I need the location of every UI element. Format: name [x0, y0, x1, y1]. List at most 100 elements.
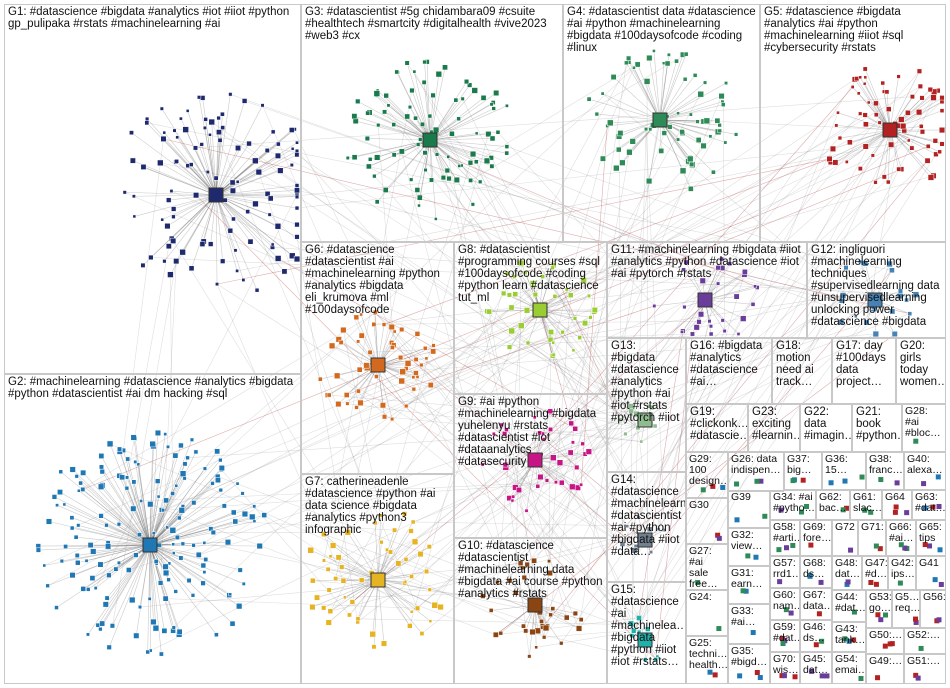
group-label-g31: G31: earn… — [729, 567, 769, 590]
group-label-g59: G59: #dat… — [771, 621, 799, 644]
group-label-g71: G71:… — [859, 521, 885, 533]
group-label-g53: G53: go… — [867, 591, 891, 614]
group-label-g48: G48: dat… — [833, 557, 861, 580]
group-label-g12: G12: ingliguori #machinelearning techniq… — [808, 243, 945, 328]
group-panel-g12: G12: ingliguori #machinelearning techniq… — [807, 242, 946, 338]
group-label-g62: G62: bac… — [817, 491, 849, 514]
group-label-g64: G64 — [883, 491, 911, 503]
group-label-g58: G58: #arti… — [771, 521, 799, 544]
group-panel-g40: G40: alexa… — [904, 452, 946, 490]
group-panel-g62: G62: bac… — [816, 490, 850, 520]
group-label-g61: G61: slac… — [851, 491, 881, 514]
group-label-g10: G10: #datascience #datascientist #machin… — [455, 539, 606, 600]
group-panel-g65: G65: tips — [916, 520, 946, 556]
group-label-g40: G40: alexa… — [905, 453, 945, 476]
group-panel-g47: G47: #d… — [862, 556, 888, 590]
group-panel-g22: G22: data #imagin… — [800, 404, 852, 452]
group-label-g63: G63: #dat… — [913, 491, 945, 514]
group-label-g39: G39 — [729, 491, 769, 503]
group-panel-g36: G36: 15… — [822, 452, 866, 490]
group-panel-g51: G51:… — [904, 654, 946, 684]
group-panel-g25: G25: techni… health… — [686, 636, 728, 684]
group-label-g52: G52:… — [905, 629, 945, 641]
group-panel-g54: G54: emai… — [832, 652, 866, 684]
group-label-g25: G25: techni… health… — [687, 637, 727, 671]
group-panel-g14: G14: #datascience #machinelearning #data… — [607, 472, 686, 582]
group-label-g67: G67: data… — [801, 589, 831, 612]
group-panel-g58: G58: #arti… — [770, 520, 800, 556]
group-label-g66: G66: #ai… — [887, 521, 915, 544]
group-panel-g13: G13: #bigdata #datascience #analytics #p… — [607, 338, 686, 472]
group-panel-g57: G57: rrd1… — [770, 556, 800, 588]
group-panel-g48: G48: dat… — [832, 556, 862, 590]
group-panel-g68: G68: ds… — [800, 556, 832, 588]
group-panel-g11: G11: #machinelearning #bigdata #iiot #an… — [607, 242, 807, 338]
group-label-g4: G4: #datascientist data #datascience #ai… — [564, 5, 759, 54]
group-panel-g26: G26: data indispen… — [728, 452, 784, 492]
group-label-g17: G17: day #100days data project… — [833, 339, 895, 388]
group-panel-g50: G50:… — [866, 628, 904, 654]
group-label-g41: G41 — [917, 557, 945, 569]
group-label-g32: G32: view… — [729, 529, 769, 552]
group-label-g46: G46: ds… — [801, 621, 831, 644]
group-panel-g56: G56:… — [920, 590, 946, 628]
group-panel-g59: G59: #dat… — [770, 620, 800, 652]
group-label-g16: G16: #bigdata #analytics #datascience #a… — [687, 339, 771, 388]
group-panel-g30: G30 — [686, 498, 728, 544]
group-label-g54: G54: emai… — [833, 653, 865, 676]
group-panel-g17: G17: day #100days data project… — [832, 338, 896, 404]
group-panel-g29: G29: 100 design… — [686, 452, 728, 498]
group-label-g30: G30 — [687, 499, 727, 511]
group-label-g37: G37: big… — [785, 453, 821, 476]
group-label-g19: G19: #clickonk… #datascie… — [687, 405, 747, 442]
group-panel-g3: G3: #datascientist #5g chidambara09 #csu… — [301, 4, 563, 242]
group-label-g18: G18: motion need ai track… — [773, 339, 831, 388]
group-label-g3: G3: #datascientist #5g chidambara09 #csu… — [302, 5, 562, 42]
group-panel-g32: G32: view… — [728, 528, 770, 566]
group-panel-g64: G64 — [882, 490, 912, 520]
group-label-g36: G36: 15… — [823, 453, 865, 476]
group-panel-g41: G41 — [916, 556, 946, 590]
group-label-g72: G72 — [833, 521, 857, 533]
group-panel-g60: G60: nam… — [770, 588, 800, 620]
group-label-g35: G35: #bigd… — [729, 645, 769, 668]
group-label-g56: G56:… — [921, 591, 945, 603]
group-label-g20: G20: girls today women… — [897, 339, 945, 388]
group-panel-g4: G4: #datascientist data #datascience #ai… — [563, 4, 760, 242]
group-label-g50: G50:… — [867, 629, 903, 641]
group-label-g2: G2: #machinelearning #datascience #analy… — [5, 375, 300, 400]
group-label-g28: G28: #ai #bloc… — [903, 405, 945, 439]
group-panel-g55: G5… req… — [892, 590, 920, 628]
group-label-g68: G68: ds… — [801, 557, 831, 580]
group-panel-g21: G21: book #python… — [852, 404, 902, 452]
group-panel-g63: G63: #dat… — [912, 490, 946, 520]
group-panel-g2: G2: #machinelearning #datascience #analy… — [4, 374, 301, 684]
group-panel-g27: G27: #ai sale free… — [686, 544, 728, 590]
group-label-g1: G1: #datascience #bigdata #analytics #io… — [5, 5, 300, 30]
group-label-g24: G24: — [687, 591, 727, 603]
group-panel-g19: G19: #clickonk… #datascie… — [686, 404, 748, 452]
group-label-g15: G15: #datascience #ai #machinelea… #bigd… — [608, 583, 685, 668]
group-panel-g15: G15: #datascience #ai #machinelea… #bigd… — [607, 582, 686, 684]
group-label-g42: G42: ips… — [889, 557, 915, 580]
group-panel-g33: G33: #ai… — [728, 604, 770, 644]
group-panel-g5: G5: #datascience #bigdata #analytics #ai… — [760, 4, 946, 242]
group-panel-g42: G42: ips… — [888, 556, 916, 590]
group-panel-g71: G71:… — [858, 520, 886, 556]
group-label-g49: G49:… — [867, 655, 903, 667]
group-panel-g45: G45: dat… — [800, 652, 832, 684]
group-panel-g70: G70: wis… — [770, 652, 800, 684]
group-label-g55: G5… req… — [893, 591, 919, 614]
group-label-g57: G57: rrd1… — [771, 557, 799, 580]
group-label-g6: G6: #datascience #datascientist #ai #mac… — [302, 243, 453, 316]
group-panel-g8: G8: #datascientist #programming courses … — [454, 242, 607, 394]
group-label-g11: G11: #machinelearning #bigdata #iiot #an… — [608, 243, 806, 280]
group-panel-g34: G34: #ai #pytho… — [770, 490, 816, 520]
group-label-g60: G60: nam… — [771, 589, 799, 612]
group-label-g5: G5: #datascience #bigdata #analytics #ai… — [761, 5, 945, 54]
group-panel-g23: G23: exciting #learnin… — [748, 404, 800, 452]
group-label-g69: G69: fore… — [801, 521, 831, 544]
group-panel-g38: G38: franc… — [866, 452, 904, 490]
group-panel-g67: G67: data… — [800, 588, 832, 620]
